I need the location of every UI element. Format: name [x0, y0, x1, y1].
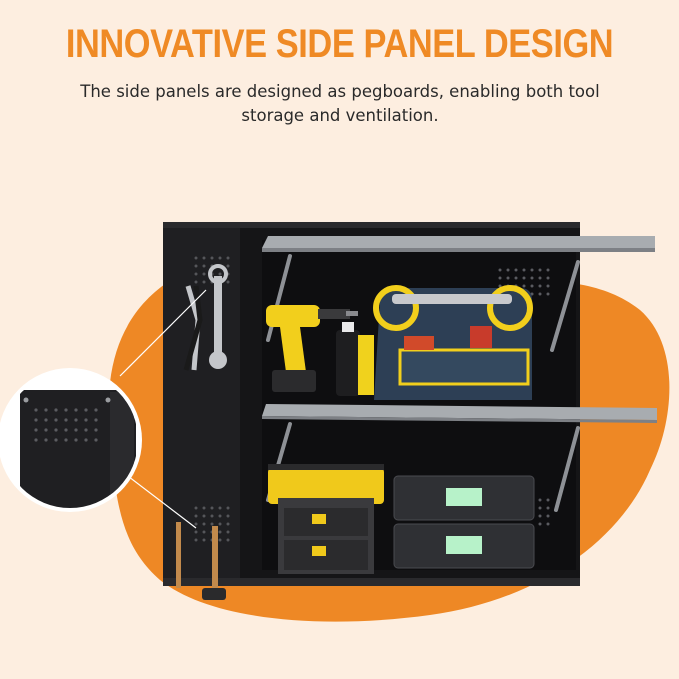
top-door-panel [262, 236, 655, 248]
hammer-icon [176, 522, 226, 600]
tool-bag-icon [373, 285, 533, 400]
cabinet-illustration [163, 222, 657, 600]
bottle-icon [336, 322, 374, 396]
subtitle: The side panels are designed as pegboard… [80, 82, 600, 125]
callout-lines [119, 289, 207, 529]
headline: INNOVATIVE SIDE PANEL DESIGN [65, 22, 614, 66]
storage-box-icon [393, 475, 535, 569]
pegboard-zoom-circle [0, 368, 142, 512]
pliers-icon [183, 285, 203, 371]
middle-door-panel [262, 404, 657, 420]
side-pegboard-holes-bottom [194, 506, 230, 542]
drill-icon [266, 305, 358, 392]
toolbox-icon [268, 464, 384, 574]
wrench-icon [208, 264, 228, 369]
